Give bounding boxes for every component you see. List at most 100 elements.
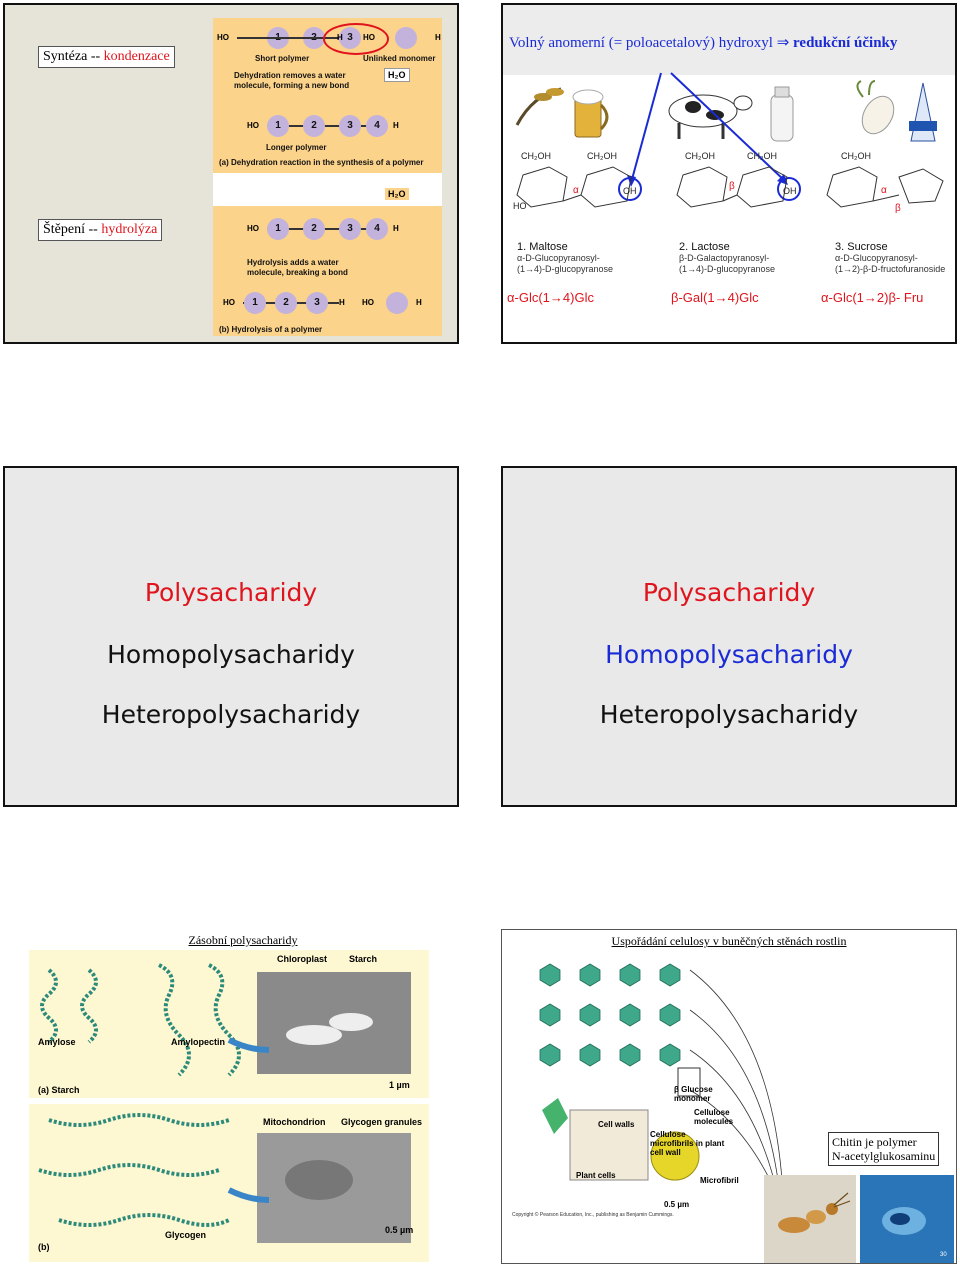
synthesis-label: Syntéza -- kondenzace [38, 46, 175, 68]
ant-icon [778, 1192, 851, 1233]
beta-mark: β [895, 203, 901, 214]
ho-label: HO [247, 224, 259, 233]
dehydration-text: Dehydration removes a water molecule, fo… [234, 71, 350, 90]
slide-storage-polysaccharides: Zásobní polysacharidy Chloroplast Starch… [29, 929, 457, 1264]
heteropolysaccharides-label: Heteropolysacharidy [599, 700, 859, 729]
header-band [503, 5, 955, 75]
h2o-box: H₂O [384, 68, 410, 82]
monomer-bead: 1 [267, 218, 289, 240]
chitin-box: Chitin je polymer N-acetylglukosaminu [828, 1132, 940, 1166]
polymer-chains [38, 963, 411, 1243]
homopolysaccharides-label: Homopolysacharidy [107, 640, 355, 669]
copyright-text: Copyright © Pearson Education, Inc., pub… [512, 1212, 674, 1218]
cellulose-molecules-label: Cellulose molecules [694, 1108, 734, 1126]
amylose-label: Amylose [38, 1037, 76, 1047]
lactose-iupac-2: (1→4)-D-glucopyranose [679, 264, 776, 274]
h-label: H [339, 298, 345, 307]
chitin-micrograph [860, 1175, 954, 1263]
microfibrils-label: Cellulose microfibrils in plant cell wal… [650, 1130, 725, 1157]
mitochondrion-shape [285, 1160, 353, 1200]
longer-polymer-label: Longer polymer [266, 143, 327, 152]
ch2oh-label: CH₂OH [587, 151, 617, 161]
chain-bond [267, 228, 385, 230]
monomer-bead: 3 [339, 218, 361, 240]
ho-label: HO [247, 121, 259, 130]
h2o-box: H₂O [385, 188, 409, 200]
slide-cellulose: Uspořádání celulosy v buněčných stěnách … [501, 929, 957, 1264]
sucrose-abbrev: α-Glc(1→2)β- Fru [821, 290, 924, 305]
mitochondrion-label: Mitochondrion [263, 1117, 326, 1127]
sucrose-name: 3. Sucrose [835, 241, 888, 253]
monomer-bead: 1 [267, 115, 289, 137]
scale-bar-label: 0.5 µm [385, 1225, 414, 1235]
hydrolysis-label: Štěpení -- hydrolýza [38, 219, 163, 241]
monomer-bead: 1 [244, 292, 266, 314]
caption-a: (a) Dehydration reaction in the synthesi… [219, 158, 424, 167]
hydrolysis-explanation: Hydrolysis adds a water molecule, breaki… [247, 258, 348, 277]
slide-title: Uspořádání celulosy v buněčných stěnách … [611, 934, 847, 948]
crustacean-icon [882, 1207, 926, 1235]
beta-glucose-label: β Glucose monomer [674, 1085, 713, 1103]
short-polymer-label: Short polymer [255, 54, 310, 63]
chitin-line-1: Chitin je polymer [832, 1135, 917, 1149]
chitin-line-2: N-acetylglukosaminu [832, 1149, 936, 1163]
condensation-text: kondenzace [103, 49, 170, 64]
monomer-bead: 2 [303, 218, 325, 240]
monomer-bead: 3 [339, 115, 361, 137]
heteropolysaccharides-label: Heteropolysacharidy [101, 700, 361, 729]
reducing-oh-circle [618, 177, 642, 201]
ch2oh-label: CH₂OH [747, 151, 777, 161]
reducing-oh-circle [777, 177, 801, 201]
synthesis-text: Syntéza -- [43, 49, 104, 64]
sucrose-iupac-1: α-D-Glucopyranosyl- [835, 253, 918, 263]
chloroplast-label: Chloroplast [277, 954, 328, 964]
chain-bond [237, 37, 339, 39]
milk-bottle-icon [770, 86, 794, 142]
ho-label: HO [362, 298, 374, 307]
slide-title: Polysacharidy [144, 578, 318, 607]
caption-b: (b) [38, 1242, 50, 1252]
slide-title: Polysacharidy [642, 578, 816, 607]
pointer-arrow [227, 1037, 270, 1053]
starch-label: Starch [349, 954, 378, 964]
header-prefix: Volný anomerní (= poloacetalový) hydroxy… [509, 35, 794, 51]
chain-bond [267, 125, 385, 127]
monomer-bead: 2 [303, 115, 325, 137]
scale-bar-label: 0.5 µm [664, 1200, 690, 1209]
sugar-beet-icon [856, 80, 895, 135]
cleavage-text: Štěpení -- [43, 222, 102, 237]
leaf-icon [542, 1098, 568, 1134]
sugar-loaf-icon [909, 82, 937, 142]
starch-grain [286, 1025, 342, 1045]
header-text: Volný anomerní (= poloacetalový) hydroxy… [509, 33, 897, 52]
glycogen-label: Glycogen [165, 1230, 207, 1240]
unlinked-monomer-label: Unlinked monomer [363, 54, 436, 63]
maltose-iupac-1: α-D-Glucopyranosyl- [517, 253, 600, 263]
beta-mark: β [729, 181, 735, 192]
glucose-box [677, 1067, 701, 1097]
insect-photo [764, 1175, 856, 1263]
water-highlight-circle [323, 23, 389, 55]
ho-label: HO [217, 33, 229, 42]
ch2oh-label: CH₂OH [841, 151, 871, 161]
pointer-arrow [227, 1187, 270, 1203]
slide-polysaccharides-1: Polysacharidy Homopolysacharidy Heteropo… [3, 466, 459, 807]
alpha-mark: α [573, 185, 579, 196]
released-monomer-bead [386, 292, 408, 314]
scale-bar-label: 1 µm [389, 1080, 410, 1090]
maltose-abbrev: α-Glc(1→4)Glc [507, 290, 594, 305]
slide-polysaccharides-2: Polysacharidy Homopolysacharidy Heteropo… [501, 466, 957, 807]
plant-cells-image [569, 1109, 649, 1181]
h-label: H [393, 121, 399, 130]
monomer-bead: 4 [366, 115, 388, 137]
header-bold: redukční účinky [793, 35, 898, 51]
h-label: H [416, 298, 422, 307]
hydrolysis-text: hydrolýza [101, 222, 158, 237]
slide-title: Zásobní polysacharidy [188, 933, 298, 947]
slide-disaccharides: Volný anomerní (= poloacetalový) hydroxy… [501, 3, 957, 344]
microfibril-label: Microfibril [700, 1176, 739, 1185]
caption-b: (b) Hydrolysis of a polymer [219, 325, 323, 334]
maltose-iupac-2: (1→4)-D-glucopyranose [517, 264, 614, 274]
hydrolysis-panel [213, 206, 442, 336]
oh-label: OH [783, 186, 797, 196]
